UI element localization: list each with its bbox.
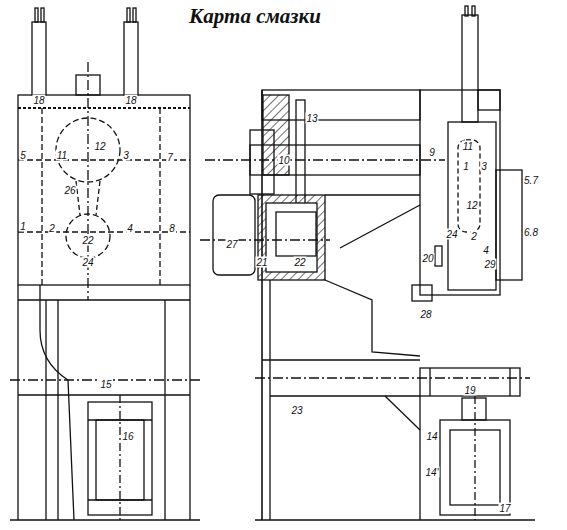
callout-number: 1 (462, 161, 470, 172)
callout-number: 23 (290, 405, 303, 416)
callout-number: 14 (425, 431, 438, 442)
callout-number: 18 (32, 95, 45, 106)
callout-number: 20 (421, 253, 434, 264)
callout-number: 17 (498, 503, 511, 514)
callout-number: 8 (168, 223, 176, 234)
callout-number: 3 (480, 161, 488, 172)
callout-number: 9 (428, 147, 436, 158)
callout-number: 14' (424, 467, 439, 478)
callout-number: 22 (81, 235, 94, 246)
callout-number: 5 (19, 150, 27, 161)
callout-number: 24 (445, 229, 458, 240)
callout-number: 22 (293, 257, 306, 268)
callout-number: 13 (305, 113, 318, 124)
callout-number: 18 (124, 95, 137, 106)
callout-number: 5.7 (523, 175, 539, 186)
callout-number: 4 (126, 223, 134, 234)
callout-number: 27 (225, 239, 238, 250)
callout-number: 26 (63, 185, 76, 196)
title: Карта смазки (189, 4, 321, 29)
callout-number: 12 (465, 200, 478, 211)
callout-number: 7 (166, 152, 174, 163)
callout-number: 11 (56, 150, 68, 161)
callout-number: 3 (122, 150, 130, 161)
callout-number: 12 (93, 141, 106, 152)
callout-number: 28 (419, 309, 432, 320)
callout-number: 19 (463, 385, 476, 396)
callout-number: 21 (255, 257, 268, 268)
callout-number: 15 (99, 379, 112, 390)
callout-number: 10 (277, 155, 290, 166)
callout-number: 29 (483, 259, 496, 270)
callout-number: 2 (470, 231, 478, 242)
callout-number: 6.8 (523, 227, 539, 238)
callout-number: 24 (81, 257, 94, 268)
callout-number: 2 (48, 223, 56, 234)
callout-number: 4 (482, 245, 490, 256)
callout-number: 1 (19, 221, 27, 232)
callout-number: 16 (121, 431, 134, 442)
callout-number: 11 (462, 141, 474, 152)
